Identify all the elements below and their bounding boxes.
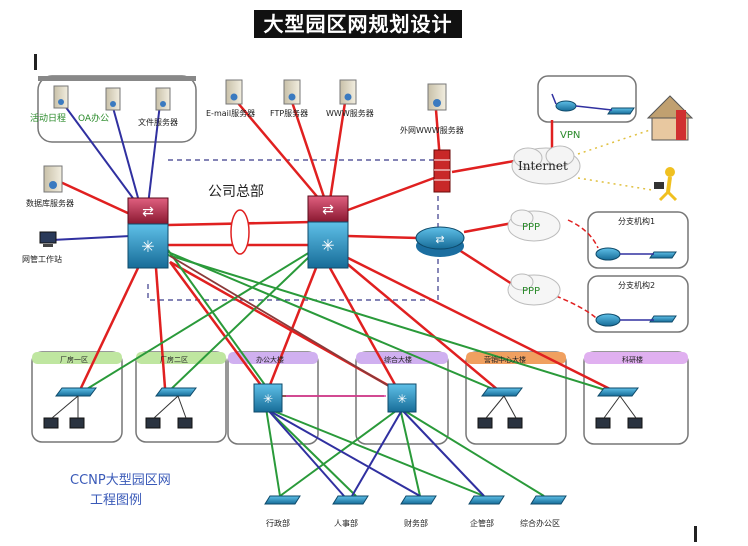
red-links: [55, 95, 613, 394]
department-label: 行政部: [266, 518, 290, 528]
department-label: 综合办公区: [520, 518, 560, 528]
server-label-email: E-mail服务器: [206, 108, 255, 118]
branch-routers: [555, 100, 621, 327]
pc-icons: [43, 417, 643, 429]
zone-label: 办公大楼: [256, 355, 284, 364]
office-building-switch: ✳: [253, 383, 283, 413]
internet-cloud: [511, 145, 581, 185]
zone-label: 营销中心大楼: [484, 355, 526, 364]
text-cursor-mark: [34, 54, 37, 70]
trunk-oval: [230, 209, 250, 255]
zone-label: 科研楼: [622, 355, 643, 364]
zone-boxes: [31, 351, 689, 445]
green-links: [81, 249, 613, 497]
server-label-file: 文件服务器: [138, 117, 178, 127]
edge-router-icon: ⇄: [415, 226, 465, 257]
headquarters-label: 公司总部: [208, 184, 264, 200]
zone-label: 综合大楼: [384, 355, 412, 364]
mobile-user-icon: [654, 167, 678, 202]
caption-line-1: CCNP大型园区网: [70, 473, 171, 488]
server-label-activity: 活动日程: [30, 112, 66, 124]
zone-label: 厂房二区: [160, 355, 188, 364]
ppp1-label: PPP: [522, 222, 540, 233]
server-label-ftp: FTP服务器: [270, 108, 308, 118]
svg-text:⇄: ⇄: [142, 204, 154, 220]
caption-line-2: 工程图例: [90, 493, 142, 508]
svg-text:✳: ✳: [141, 237, 154, 256]
server-label-database: 数据库服务器: [26, 198, 74, 208]
branch-internal-links: [551, 93, 654, 321]
server-label-external-www: 外网WWW服务器: [400, 125, 464, 135]
pc-links: [51, 395, 637, 419]
branch2-label: 分支机构2: [618, 280, 655, 290]
svg-text:⇄: ⇄: [322, 202, 334, 218]
blue-links: [51, 101, 161, 242]
access-switches: [55, 107, 677, 505]
core-switch-left: ⇄ ✳: [127, 197, 169, 269]
internet-dotted-links: [577, 129, 653, 191]
department-label: 财务部: [404, 518, 428, 528]
svg-text:✳: ✳: [397, 392, 407, 406]
department-label: 企管部: [470, 518, 494, 528]
home-icon: [646, 95, 694, 141]
vpn-label: VPN: [560, 130, 580, 141]
svg-text:✳: ✳: [263, 392, 273, 406]
ppp-cloud-1: [507, 209, 561, 242]
server-room-header: [38, 76, 196, 81]
dept-blue-links: [267, 409, 485, 497]
branch1-label: 分支机构1: [618, 216, 655, 226]
core-switch-right: ⇄ ✳: [307, 195, 349, 269]
headquarters-boundary: [147, 159, 439, 301]
internet-label: Internet: [518, 159, 568, 173]
department-label: 人事部: [334, 518, 358, 528]
page-title: 大型园区网规划设计: [254, 10, 462, 38]
svg-text:⇄: ⇄: [435, 233, 444, 246]
admin-workstation-icon: [39, 231, 57, 247]
firewall-icon: [433, 149, 451, 193]
svg-text:✳: ✳: [321, 236, 334, 255]
text-cursor-mark: [694, 526, 697, 542]
complex-building-switch: ✳: [387, 383, 417, 413]
server-label-oa: OA办公: [78, 112, 109, 124]
vpn-site-box: [537, 75, 637, 123]
server-icons: [43, 79, 447, 193]
server-label-www: WWW服务器: [326, 108, 374, 118]
zone-label: 厂房一区: [60, 355, 88, 364]
ppp-cloud-2: [507, 273, 561, 306]
ppp2-label: PPP: [522, 286, 540, 297]
admin-station-label: 网管工作站: [22, 254, 62, 264]
